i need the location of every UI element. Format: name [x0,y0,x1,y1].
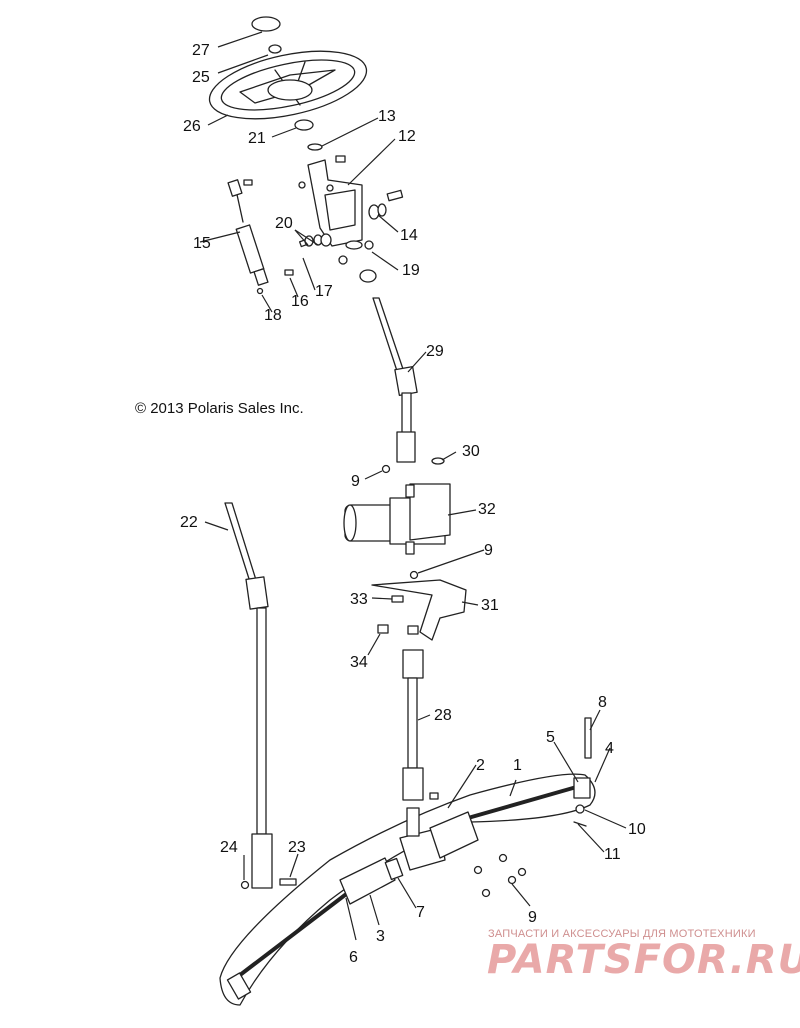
callout-20: 20 [275,215,293,232]
callout-3: 3 [376,928,385,945]
tie-rod-outline [219,773,596,1006]
callout-16: 16 [291,293,309,310]
upper-shaft [372,297,418,463]
callout-4: 4 [605,740,614,757]
callout-33: 33 [350,591,368,608]
leader-lines [199,31,627,941]
callout-12: 12 [398,128,416,145]
nut-19 [364,240,374,250]
callout-8: 8 [598,694,607,711]
callout-34: 34 [350,654,368,671]
bolt-23 [279,878,297,886]
screw-12 [335,155,346,163]
tilt-bracket [307,159,363,247]
callout-23: 23 [288,839,306,856]
steering-rack [339,807,479,905]
nut-19b [338,255,348,265]
callout-14: 14 [400,227,418,244]
nut-9c4 [507,875,517,885]
callout-26: 26 [183,118,201,135]
callout-18: 18 [264,307,282,324]
bushing-19 [359,269,377,283]
callout-2: 2 [476,757,485,774]
callout-32: 32 [478,501,496,518]
washer-14b [377,203,387,217]
screw-16 [284,269,294,276]
nut-9c2 [473,865,483,875]
wheel-nut [268,44,282,54]
bushing-20 [320,233,332,247]
nut-9c3 [517,867,527,877]
mounting-bracket [371,579,467,641]
bolt-34b [407,625,419,635]
callout-30: 30 [462,443,480,460]
callout-labels: 27 25 26 21 13 12 14 20 15 19 17 16 18 2… [180,42,646,966]
callout-9-middle: 9 [484,542,493,559]
pin-11 [573,821,587,827]
callout-17: 17 [315,283,333,300]
nut-10 [575,804,585,814]
callout-29: 29 [426,343,444,360]
callout-24: 24 [220,839,238,856]
callout-10: 10 [628,821,646,838]
bolt-28 [429,792,439,800]
bolt-33 [391,595,404,603]
power-steering-unit [343,483,451,555]
bolt-34 [377,624,389,634]
tie-rod-end [226,972,252,1000]
callout-19: 19 [402,262,420,279]
washer-13 [307,143,323,151]
callout-31: 31 [481,597,499,614]
callout-13: 13 [378,108,396,125]
tie-rod-right [466,784,582,820]
tie-rod-end-right [573,777,591,799]
nut-24 [240,880,250,890]
callout-5: 5 [546,729,555,746]
wheel-spacer [294,119,314,131]
callout-27: 27 [192,42,210,59]
callout-21: 21 [248,130,266,147]
bolt-8 [584,717,592,759]
nut-9a [381,464,391,474]
copyright-notice: © 2013 Polaris Sales Inc. [135,400,304,417]
callout-6: 6 [349,949,358,966]
tie-rod [238,893,347,977]
callout-7: 7 [416,904,425,921]
callout-11: 11 [604,846,621,863]
callout-9-upper: 9 [351,473,360,490]
callout-1: 1 [513,757,522,774]
callout-15: 15 [193,235,211,252]
clip-18 [256,287,264,295]
intermediate-shaft [402,649,424,801]
nut-9b [409,570,419,580]
steering-cap [251,16,281,32]
callout-9-lower: 9 [528,909,537,926]
bolt-14 [386,189,404,202]
watermark-logo: PARTSFOR.RU [487,937,800,983]
steering-wheel [208,50,368,120]
watermark-caption: ЗАПЧАСТИ И АКСЕССУАРЫ ДЛЯ МОТОТЕХНИКИ [488,928,756,940]
strut-pin [243,179,253,186]
long-shaft [224,502,273,889]
pin-12 [326,184,334,192]
washer-14 [368,204,380,220]
callout-25: 25 [192,69,210,86]
gas-strut [227,179,269,286]
callout-22: 22 [180,514,198,531]
nut-9c1 [498,853,508,863]
nut-9c5 [481,888,491,898]
bolt-30 [431,457,445,465]
ring-19 [345,240,363,250]
callout-28: 28 [434,707,452,724]
pin-12b [298,181,306,189]
